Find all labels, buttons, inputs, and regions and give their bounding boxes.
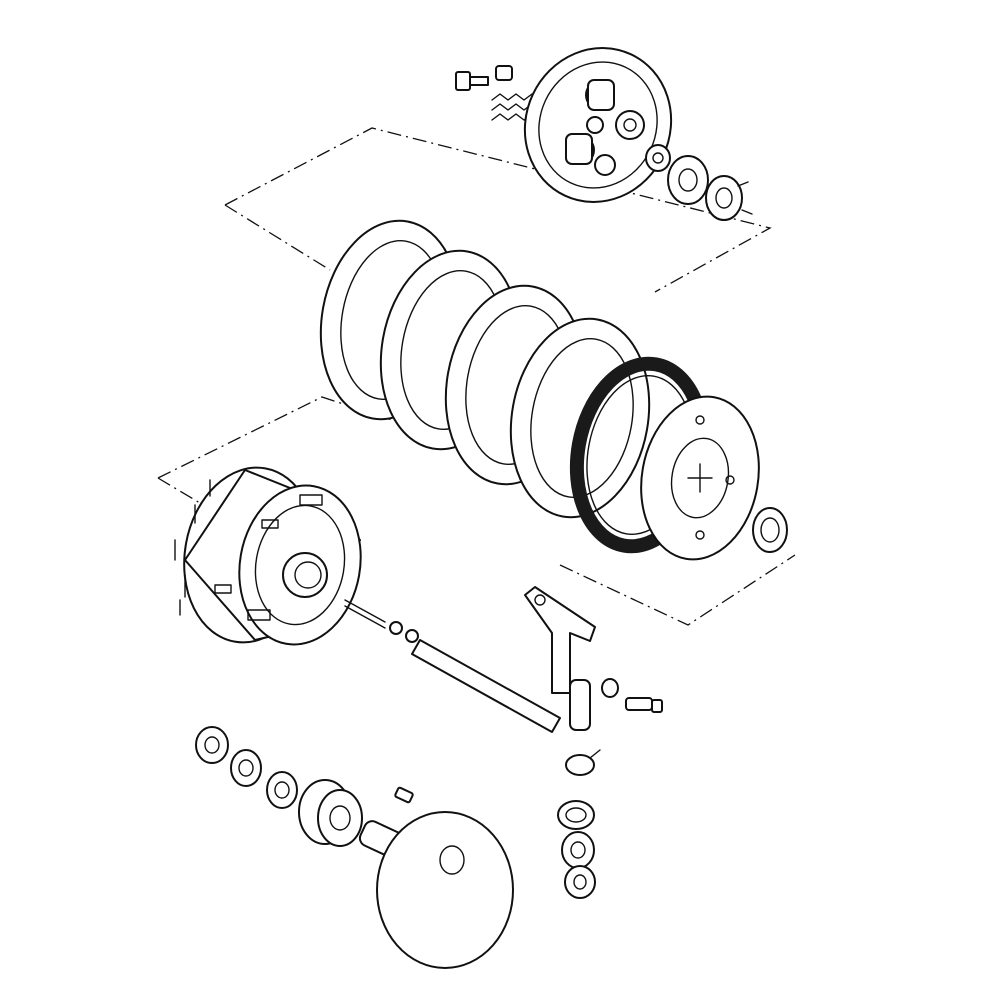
bolt-icon: [455, 71, 489, 91]
crankshaft-flywheel-icon: [358, 811, 514, 969]
small-nut-icon: [495, 65, 513, 81]
crank-washer-icon: [266, 771, 298, 809]
spring-bolt-stack: [455, 65, 533, 121]
clutch-basket-icon: [174, 466, 362, 646]
push-rod-icon: [344, 599, 561, 733]
nut-icon: [645, 144, 671, 172]
oil-seal-icon: [557, 800, 595, 830]
return-spring-icon: [565, 749, 601, 776]
crank-lock-washer-icon: [230, 749, 262, 787]
needle-bearing-icon: [564, 865, 596, 899]
needle-bearing-icon: [561, 831, 595, 869]
clutch-hub-icon: [640, 395, 760, 561]
lock-washer-icon: [705, 175, 753, 221]
plate-stack: [319, 219, 711, 554]
pressure-plate-icon: [523, 47, 673, 203]
lever-bolt-icon: [625, 697, 663, 713]
crank-nut-icon: [195, 726, 229, 764]
key-icon: [394, 786, 414, 804]
bearing-icon: [667, 155, 709, 205]
washer-icon: [601, 678, 619, 698]
alignment-frame-upper: [224, 127, 772, 293]
primary-drive-gear-icon: [298, 779, 363, 847]
circlip-icon: [752, 507, 788, 553]
release-lever-icon: [524, 586, 596, 731]
